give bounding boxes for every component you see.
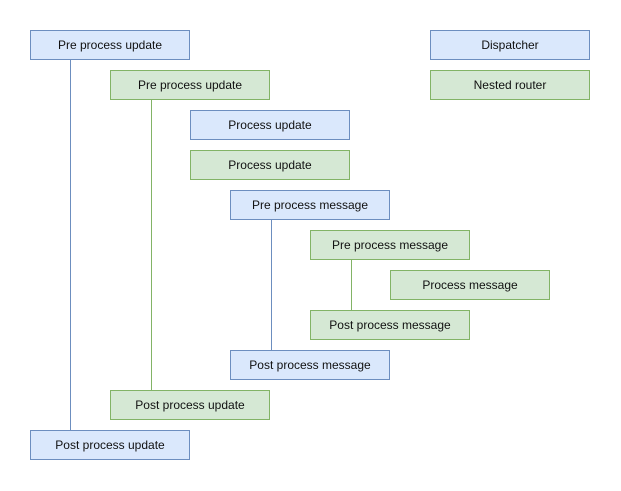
- node-pre-process-update-blue[interactable]: Pre process update: [30, 30, 190, 60]
- connector-blue-2: [271, 220, 272, 350]
- node-post-process-message-green[interactable]: Post process message: [310, 310, 470, 340]
- node-process-message-green[interactable]: Process message: [390, 270, 550, 300]
- connector-green-3: [351, 260, 352, 310]
- connector-blue-0: [70, 60, 71, 430]
- node-process-update-green[interactable]: Process update: [190, 150, 350, 180]
- node-post-process-message-blue[interactable]: Post process message: [230, 350, 390, 380]
- node-pre-process-message-green[interactable]: Pre process message: [310, 230, 470, 260]
- node-post-process-update-green[interactable]: Post process update: [110, 390, 270, 420]
- node-post-process-update-blue[interactable]: Post process update: [30, 430, 190, 460]
- node-process-update-blue[interactable]: Process update: [190, 110, 350, 140]
- node-pre-process-update-green[interactable]: Pre process update: [110, 70, 270, 100]
- node-pre-process-message-blue[interactable]: Pre process message: [230, 190, 390, 220]
- legend-item-dispatcher[interactable]: Dispatcher: [430, 30, 590, 60]
- legend-item-nested-router[interactable]: Nested router: [430, 70, 590, 100]
- connector-green-1: [151, 100, 152, 390]
